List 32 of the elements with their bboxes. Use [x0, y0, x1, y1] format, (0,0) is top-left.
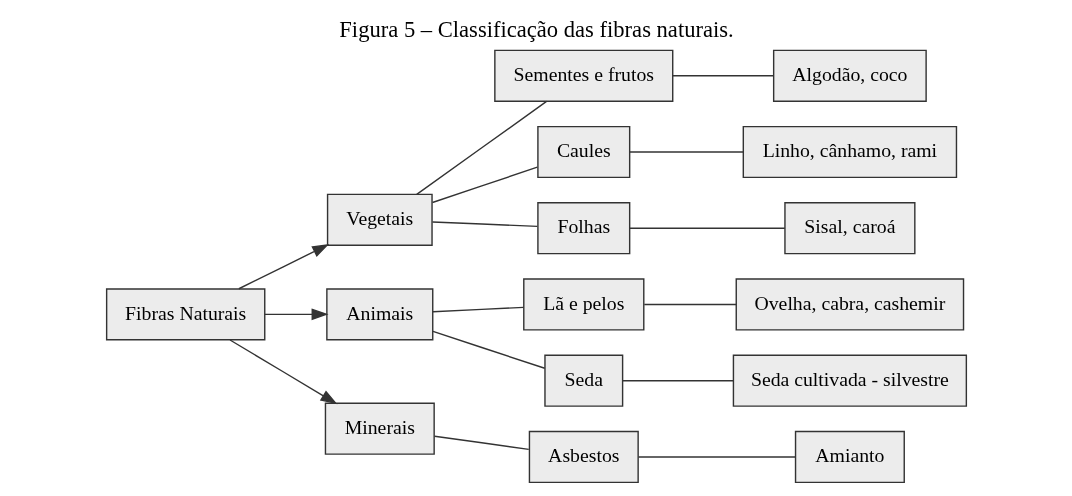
- node-box: Asbestos: [528, 430, 639, 484]
- node-box: Caules: [536, 125, 630, 179]
- diagram-title: Figura 5 – Classificação das fibras naturais.: [338, 17, 734, 43]
- connector: [431, 166, 538, 204]
- connector: [621, 380, 734, 382]
- node-box: Amianto: [794, 430, 905, 484]
- node-box: Seda: [543, 354, 623, 407]
- node-box: Fibras Naturais: [105, 288, 265, 341]
- node-box: Minerais: [324, 402, 435, 455]
- connector: [433, 435, 529, 451]
- connector: [415, 100, 547, 196]
- node-box: Seda cultivada - silvestre: [732, 354, 967, 407]
- node-box: Animais: [325, 288, 433, 341]
- connector: [637, 456, 796, 458]
- connector: [431, 330, 545, 369]
- connector: [431, 306, 524, 313]
- connector: [643, 303, 737, 306]
- connector: [431, 221, 538, 228]
- node-box: Lã e pelos: [522, 278, 644, 331]
- arrow: [263, 308, 328, 321]
- arrow: [237, 244, 329, 290]
- node-box: Vegetais: [326, 193, 433, 246]
- node-box: Sementes e frutos: [493, 49, 673, 102]
- arrow: [228, 339, 337, 405]
- node-box: Linho, cânhamo, rami: [742, 125, 957, 179]
- node-box: Sisal, caroá: [783, 202, 916, 255]
- connector: [671, 75, 774, 77]
- node-box: Folhas: [536, 202, 630, 255]
- connector: [628, 151, 744, 153]
- connector: [628, 227, 785, 229]
- node-box: Algodão, coco: [772, 49, 927, 102]
- node-box: Ovelha, cabra, cashemir: [735, 278, 964, 331]
